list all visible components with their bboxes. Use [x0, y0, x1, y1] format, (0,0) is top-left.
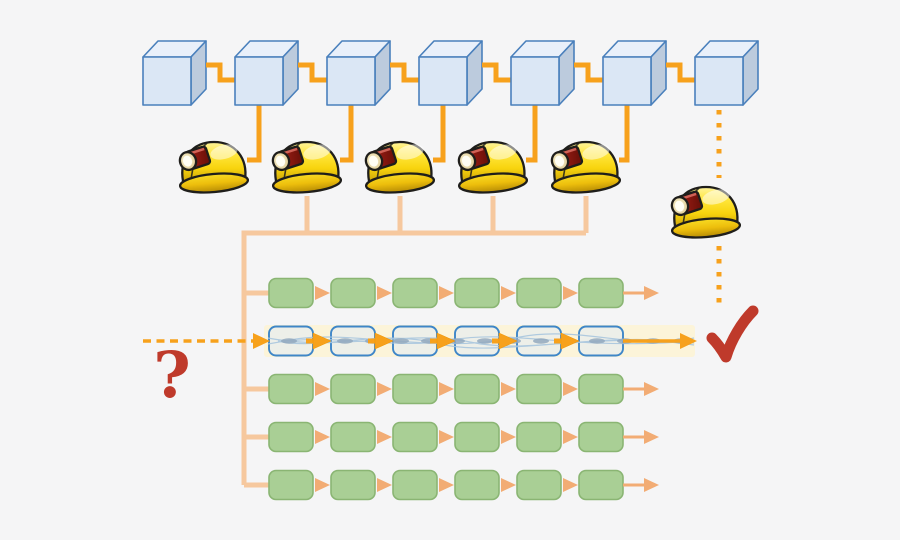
chain-block-slot	[454, 469, 500, 501]
block-to-miner-connector	[526, 105, 538, 163]
blockchain-blocks	[142, 40, 759, 106]
block-cube	[142, 40, 207, 106]
candidate-chain-row	[268, 277, 659, 309]
question-mark: ?	[153, 338, 191, 413]
block-cube	[510, 40, 575, 106]
candidate-chain-grid	[143, 277, 697, 501]
chain-block-slot	[330, 373, 376, 405]
chain-link-connector	[206, 62, 235, 83]
chain-block-slot	[516, 469, 562, 501]
chain-block-slot	[392, 373, 438, 405]
block-cube	[694, 40, 759, 106]
block-to-miner-connector	[247, 105, 262, 163]
miner-helmet-icon	[269, 140, 343, 197]
chain-block-slot	[454, 373, 500, 405]
row-flow-arrows	[315, 286, 659, 300]
row-flow-arrows	[315, 382, 659, 396]
miner-helmet-icon	[455, 140, 529, 197]
chain-block-slot	[268, 277, 314, 309]
chain-block-slot	[392, 421, 438, 453]
block-to-miner-connector	[433, 105, 446, 163]
chain-block-slot	[578, 277, 624, 309]
candidate-chain-row	[268, 469, 659, 501]
new-miner-helmet-icon	[668, 185, 742, 242]
row-flow-arrows	[315, 430, 659, 444]
chain-block-slot	[268, 373, 314, 405]
chain-block-slot	[578, 469, 624, 501]
chain-block-slot	[454, 277, 500, 309]
chain-link-connector	[298, 62, 327, 83]
candidate-chain-row	[268, 373, 659, 405]
chain-block-slot	[330, 421, 376, 453]
miner-helmet-icon	[548, 140, 622, 197]
miner-helmets	[176, 140, 742, 242]
block-cube	[602, 40, 667, 106]
highlighted-flow-arrows	[143, 332, 697, 350]
chain-block-slot	[392, 469, 438, 501]
highlighted-chain-row	[143, 325, 697, 357]
chain-link-connector	[482, 62, 511, 83]
block-cube	[326, 40, 391, 106]
block-to-miner-connectors	[247, 105, 722, 306]
checkmark-icon	[706, 305, 759, 363]
chain-block-slot	[330, 277, 376, 309]
block-to-miner-connector	[619, 105, 630, 163]
candidate-chain-row	[268, 421, 659, 453]
miner-helmet-icon	[362, 140, 436, 197]
block-cube	[234, 40, 299, 106]
chain-link-connector	[666, 62, 695, 83]
miner-pool-bus-lines	[241, 196, 589, 488]
block-cube	[418, 40, 483, 106]
chain-block-slot	[516, 421, 562, 453]
row-flow-arrows	[315, 478, 659, 492]
chain-link-connector	[390, 62, 419, 83]
miner-helmet-icon	[176, 140, 250, 197]
chain-block-slot	[330, 469, 376, 501]
chain-block-slot	[516, 373, 562, 405]
chain-block-slot	[516, 277, 562, 309]
chain-block-slot	[268, 421, 314, 453]
chain-block-slot	[454, 421, 500, 453]
chain-block-slot	[578, 373, 624, 405]
block-to-miner-connector	[340, 105, 354, 163]
chain-block-slot	[392, 277, 438, 309]
chain-block-slot	[578, 421, 624, 453]
chain-block-slot	[268, 469, 314, 501]
chain-link-connector	[574, 62, 603, 83]
